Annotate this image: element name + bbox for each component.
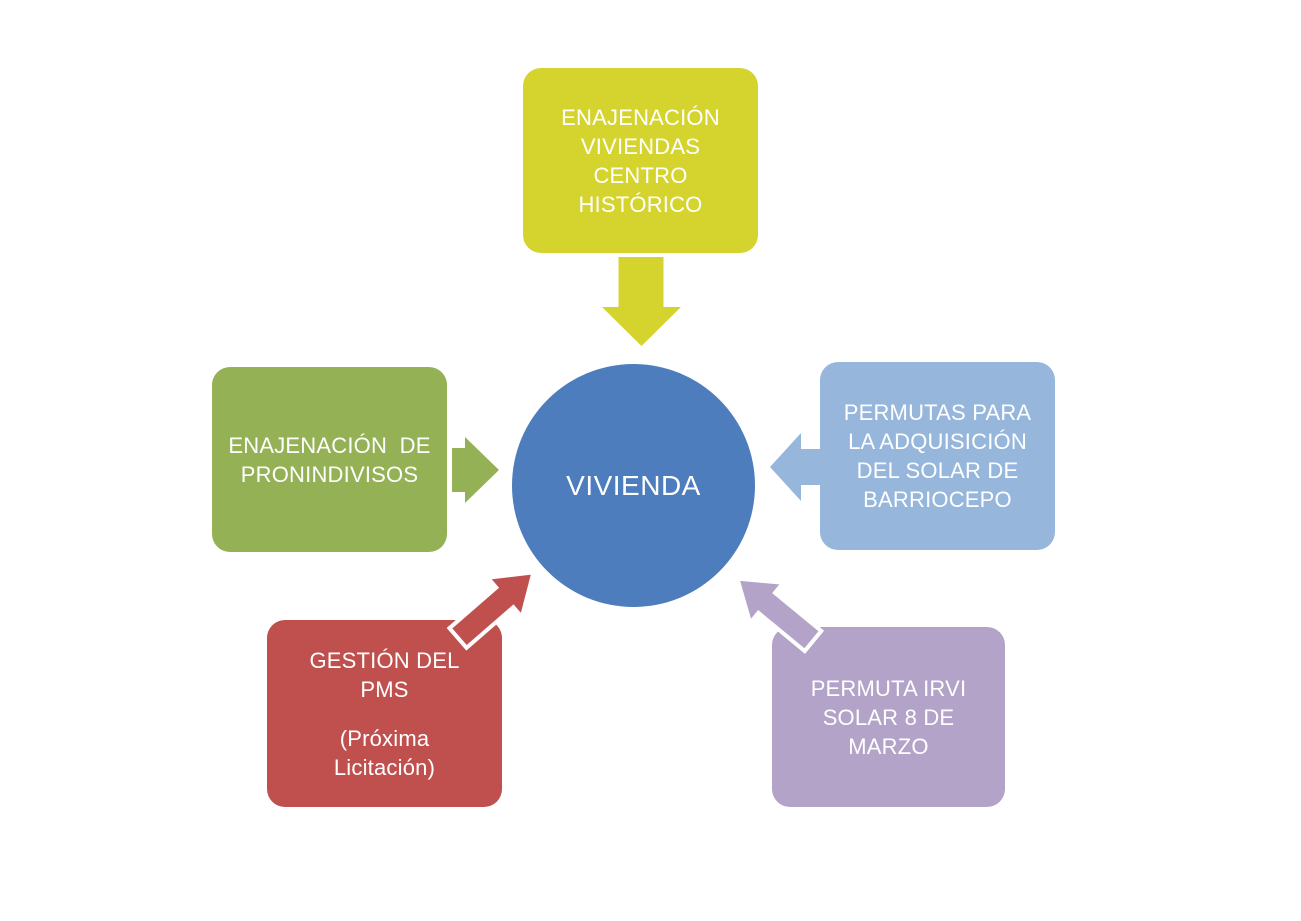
- left-arrow-icon: [770, 433, 821, 501]
- node-permuta-irvi-solar-8-marzo: PERMUTA IRVI SOLAR 8 DE MARZO: [772, 627, 1005, 807]
- node-label: PERMUTA IRVI SOLAR 8 DE MARZO: [810, 675, 967, 759]
- right-arrow-icon: [452, 437, 499, 503]
- node-enajenacion-de-pronindivisos: ENAJENACIÓN DE PRONINDIVISOS: [212, 367, 447, 552]
- node-sublabel: (Próxima Licitación): [333, 725, 436, 780]
- center-label: VIVIENDA: [566, 469, 701, 501]
- node-label: ENAJENACIÓN DE PRONINDIVISOS: [228, 432, 431, 487]
- center-circle-vivienda: VIVIENDA: [512, 364, 755, 607]
- node-permutas-solar-barriocepo: PERMUTAS PARA LA ADQUISICIÓN DEL SOLAR D…: [820, 362, 1055, 550]
- node-label: GESTIÓN DEL PMS: [309, 647, 460, 702]
- node-label: ENAJENACIÓN VIVIENDAS CENTRO HISTÓRICO: [561, 104, 720, 217]
- node-label: PERMUTAS PARA LA ADQUISICIÓN DEL SOLAR D…: [843, 400, 1032, 512]
- node-enajenacion-viviendas-centro-historico: ENAJENACIÓN VIVIENDAS CENTRO HISTÓRICO: [523, 68, 758, 253]
- down-arrow-icon: [602, 257, 681, 346]
- node-gestion-del-pms: GESTIÓN DEL PMS (Próxima Licitación): [267, 620, 502, 807]
